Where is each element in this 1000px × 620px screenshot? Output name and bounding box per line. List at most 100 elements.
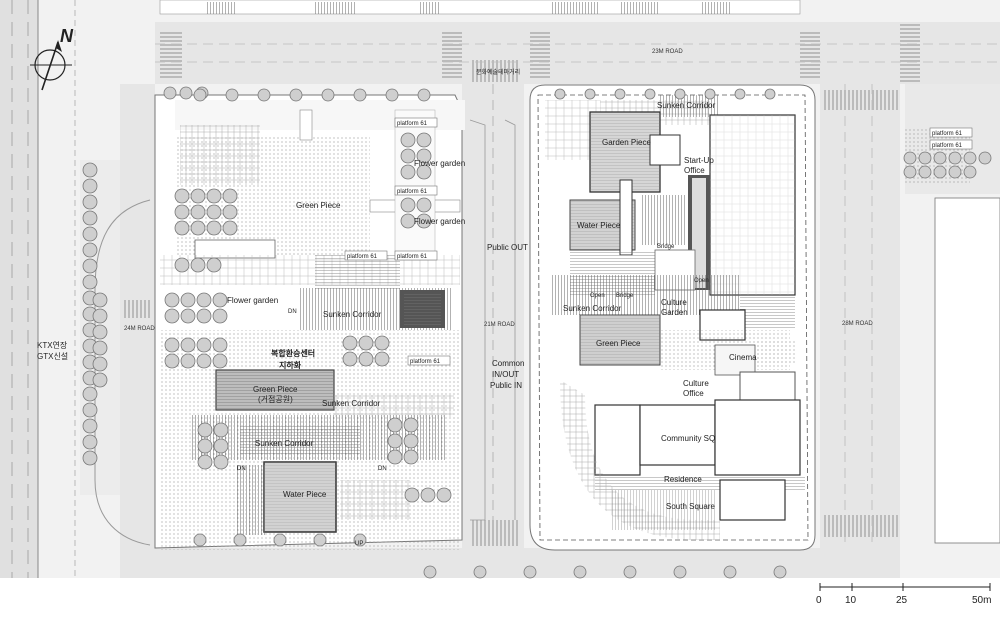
- tree-icon: [82, 210, 98, 226]
- tree-icon: [400, 164, 416, 180]
- tree-icon: [82, 162, 98, 178]
- trees: [82, 86, 992, 579]
- tree-icon: [82, 418, 98, 434]
- tree-icon: [342, 335, 358, 351]
- tree-icon: [387, 417, 403, 433]
- tree-icon: [420, 487, 436, 503]
- green-piece-label: Green Piece: [253, 385, 298, 394]
- tree-icon: [963, 151, 977, 165]
- north-label: N: [60, 26, 74, 46]
- tree-icon: [164, 337, 180, 353]
- tree-icon: [353, 88, 367, 102]
- dn-label: DN: [378, 466, 387, 472]
- ktx-label: KTX연장: [37, 340, 68, 350]
- flower-garden-label: Flower garden: [227, 296, 278, 305]
- tree-icon: [190, 204, 206, 220]
- tree-icon: [257, 88, 271, 102]
- tree-icon: [82, 450, 98, 466]
- tree-icon: [764, 88, 776, 100]
- tree-icon: [164, 292, 180, 308]
- culture-office-label: Culture: [683, 379, 709, 388]
- tree-icon: [190, 257, 206, 273]
- tree-icon: [82, 178, 98, 194]
- tree-icon: [948, 151, 962, 165]
- tree-icon: [206, 204, 222, 220]
- sunken-corridor-label: Sunken Corridor: [323, 310, 382, 319]
- in-out-label: IN/OUT: [492, 370, 519, 379]
- startup-label: Start-Up: [684, 156, 714, 165]
- scale-tick-label: 0: [816, 595, 822, 606]
- tree-icon: [403, 449, 419, 465]
- sunken-corridor-label: Sunken Corridor: [657, 101, 716, 110]
- road-label-right: 28M ROAD: [842, 321, 873, 327]
- culture-street-label: 문화예술테마거리: [476, 68, 520, 76]
- bridge-label: Bridge: [657, 244, 675, 250]
- tree-icon: [387, 433, 403, 449]
- tree-icon: [614, 88, 626, 100]
- tree-icon: [903, 165, 917, 179]
- tree-icon: [554, 88, 566, 100]
- tree-icon: [342, 351, 358, 367]
- tree-icon: [400, 148, 416, 164]
- tree-icon: [193, 88, 207, 102]
- tree-icon: [92, 372, 108, 388]
- tree-icon: [174, 188, 190, 204]
- platform-label: platform 61: [410, 359, 441, 365]
- tree-icon: [933, 151, 947, 165]
- tree-icon: [92, 308, 108, 324]
- tree-icon: [82, 242, 98, 258]
- scale-tick-label: 10: [845, 595, 857, 606]
- tree-icon: [174, 204, 190, 220]
- transfer-center-label: 복합환승센터: [271, 348, 315, 358]
- tree-icon: [190, 220, 206, 236]
- tree-icon: [374, 335, 390, 351]
- tree-icon: [82, 194, 98, 210]
- tree-icon: [584, 88, 596, 100]
- platform-label: platform 61: [397, 121, 428, 127]
- tree-icon: [416, 164, 432, 180]
- tree-icon: [313, 533, 327, 547]
- tree-icon: [387, 449, 403, 465]
- tree-icon: [948, 165, 962, 179]
- tree-icon: [416, 197, 432, 213]
- tree-icon: [222, 188, 238, 204]
- tree-icon: [773, 565, 787, 579]
- green-piece-sub-label: (거점공원): [258, 394, 293, 404]
- road-label-center: 21M ROAD: [484, 322, 515, 328]
- public-in-label: Public IN: [490, 381, 522, 390]
- tree-icon: [222, 220, 238, 236]
- tree-icon: [92, 340, 108, 356]
- culture-office-label-2: Office: [683, 389, 704, 398]
- tree-icon: [933, 165, 947, 179]
- top-buildings: [159, 0, 1000, 544]
- open-label: Open: [694, 278, 709, 284]
- tree-icon: [623, 565, 637, 579]
- tree-icon: [212, 353, 228, 369]
- tree-icon: [164, 308, 180, 324]
- road-label-left: 24M ROAD: [124, 326, 155, 332]
- tree-icon: [197, 454, 213, 470]
- tree-icon: [374, 351, 390, 367]
- north-arrow-icon: N: [30, 26, 74, 91]
- tree-icon: [196, 292, 212, 308]
- west-block: [154, 94, 465, 550]
- flower-garden-label: Flower garden: [414, 159, 465, 168]
- tree-icon: [400, 213, 416, 229]
- tree-icon: [180, 353, 196, 369]
- open-label: Open: [590, 293, 605, 299]
- tree-icon: [416, 148, 432, 164]
- tree-icon: [197, 438, 213, 454]
- bridge-label: Bridge: [616, 293, 634, 299]
- sunken-corridor-label: Sunken Corridor: [255, 439, 314, 448]
- water-piece-label: Water Piece: [283, 490, 327, 499]
- tree-icon: [196, 337, 212, 353]
- tree-icon: [903, 151, 917, 165]
- platform-label: platform 61: [932, 143, 963, 149]
- tree-icon: [213, 438, 229, 454]
- south-square-label: South Square: [666, 502, 715, 511]
- sunken-corridor-label: Sunken Corridor: [322, 399, 381, 408]
- tree-icon: [400, 132, 416, 148]
- tree-icon: [222, 204, 238, 220]
- tree-icon: [180, 337, 196, 353]
